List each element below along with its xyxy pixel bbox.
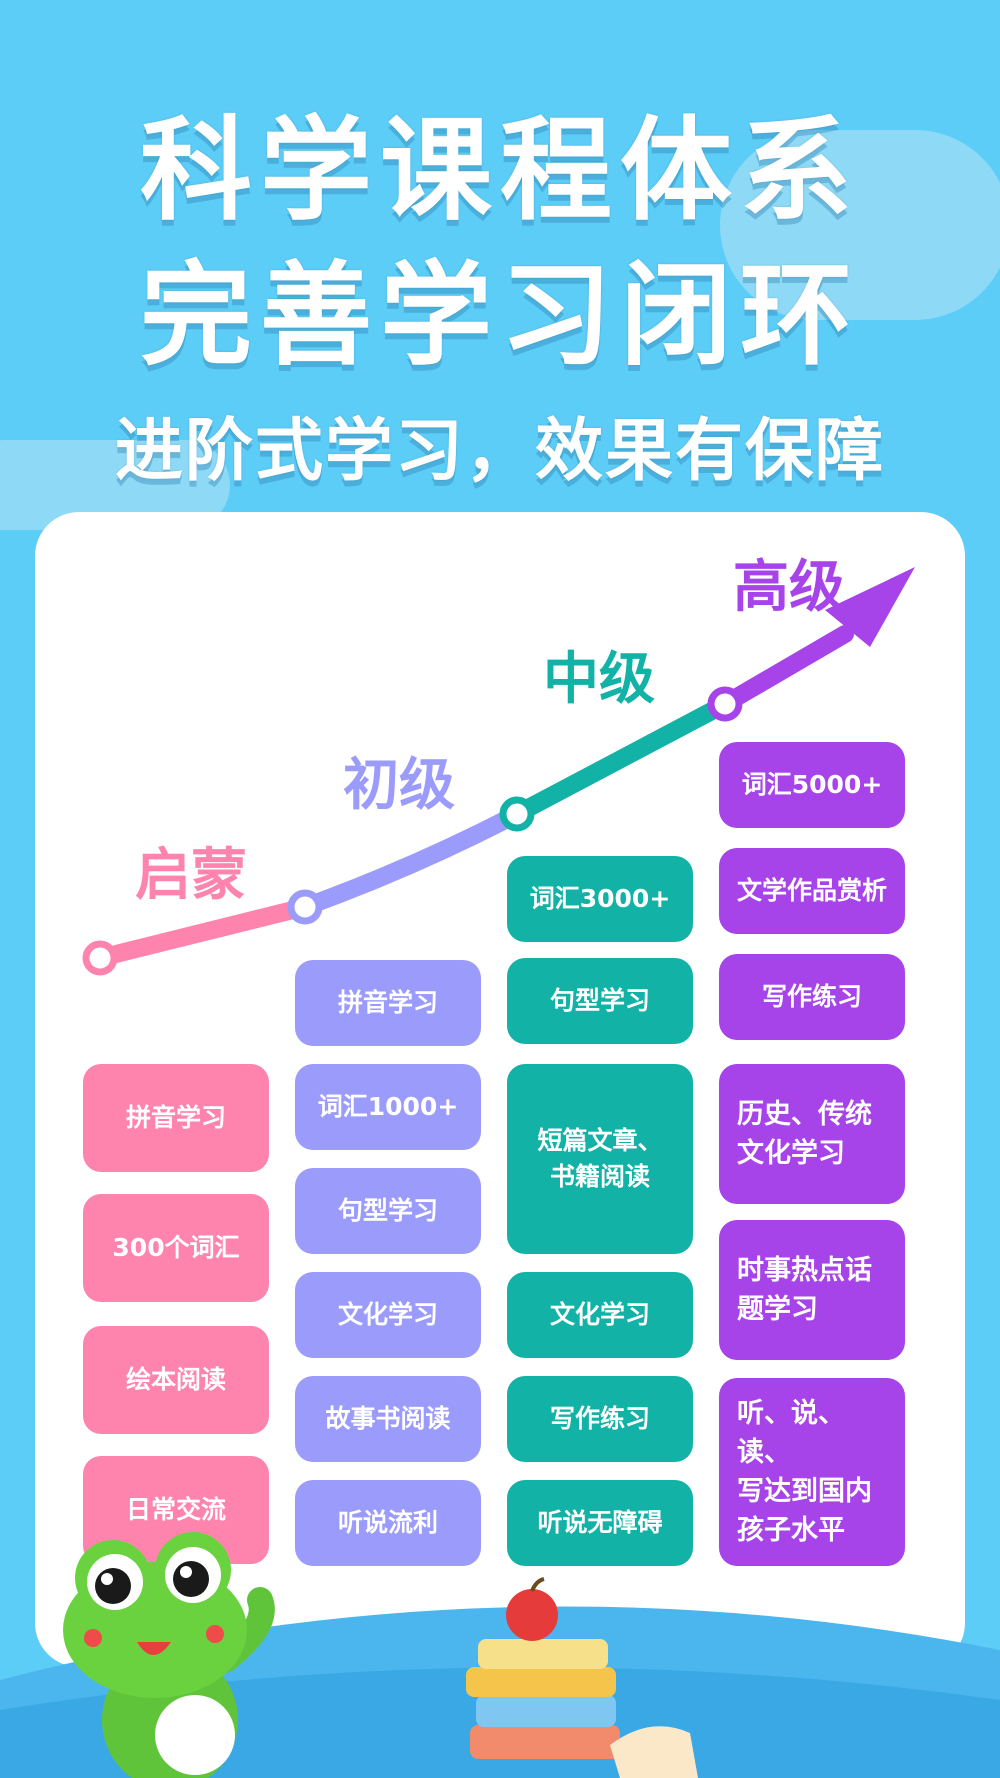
course-item: 文化学习 [295,1272,481,1358]
course-item: 文化学习 [507,1272,693,1358]
apple-icon [506,1589,558,1641]
page-title-line-2: 完善学习闭环 [140,251,860,381]
course-item: 历史、传统 文化学习 [719,1064,905,1204]
frog-mascot-icon [63,1532,275,1778]
progress-segment-qimeng [91,898,314,967]
open-book-icon [610,1726,698,1778]
progress-node [82,940,118,976]
course-item: 绘本阅读 [83,1326,269,1434]
cloud-decoration [720,130,1000,320]
stage-label-zhongji: 中级 [543,647,655,712]
course-item: 写作练习 [719,954,905,1040]
course-item: 时事热点话 题学习 [719,1220,905,1360]
course-item: 听、说、读、 写达到国内 孩子水平 [719,1378,905,1566]
stage-label-gaoji: 高级 [733,555,845,620]
course-item: 拼音学习 [295,960,481,1046]
course-item: 句型学习 [507,958,693,1044]
progress-segment-zhongji [508,695,734,823]
course-item: 故事书阅读 [295,1376,481,1462]
progress-path [82,567,915,976]
course-item: 拼音学习 [83,1064,269,1172]
stage-label-qimeng: 启蒙 [135,843,247,908]
course-item: 句型学习 [295,1168,481,1254]
progress-node [707,686,743,722]
course-item: 短篇文章、 书籍阅读 [507,1064,693,1254]
course-item: 词汇5000+ [719,742,905,828]
course-item: 300个词汇 [83,1194,269,1302]
course-item: 文学作品赏析 [719,848,905,934]
progress-node [287,889,323,925]
course-item: 词汇1000+ [295,1064,481,1150]
page-subtitle: 进阶式学习，效果有保障 [114,412,885,491]
curriculum-card: 启蒙 初级 中级 高级 拼音学习 300个词汇 绘本阅读 日常交流 拼音学习 词… [35,512,965,1667]
progress-segment-chuji [296,805,526,916]
stage-label-chuji: 初级 [343,753,455,818]
course-item: 词汇3000+ [507,856,693,942]
book-stack-icon [466,1577,698,1778]
page-title-line-1: 科学课程体系 [140,106,860,236]
progress-segment-gaoji [716,625,854,713]
progress-arrow-head [825,567,915,647]
course-item: 写作练习 [507,1376,693,1462]
progress-node [499,796,535,832]
course-item: 听说流利 [295,1480,481,1566]
course-item: 听说无障碍 [507,1480,693,1566]
